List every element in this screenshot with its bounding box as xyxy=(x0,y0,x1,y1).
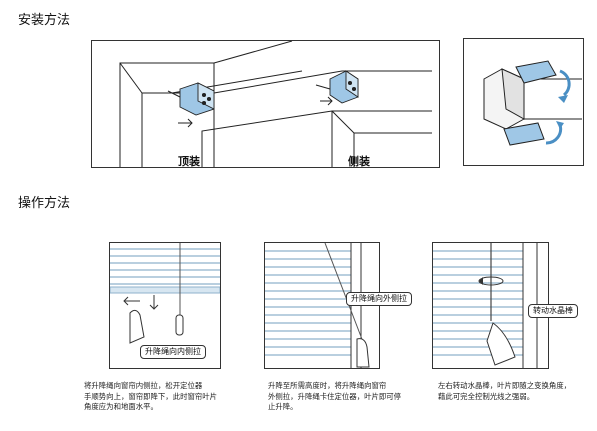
install-diagram-panel xyxy=(91,40,440,168)
rotate-wand-arrow-icon xyxy=(479,277,483,285)
description-line: 左右转动水晶棒，叶片即随之变换角度， xyxy=(438,381,572,390)
description-line: 藉此可完全控制光线之强弱。 xyxy=(438,391,535,401)
operate-panel-2 xyxy=(264,242,380,369)
description-line: 止升降。 xyxy=(268,402,298,411)
blind-pull-down-drawing xyxy=(110,243,220,344)
side-mount-label: 侧装 xyxy=(348,155,370,168)
operate-callout-2: 升降绳向外侧拉 xyxy=(346,292,412,306)
side-mount-screw-line xyxy=(315,84,331,90)
top-mount-screw-line xyxy=(167,90,181,98)
operate-callout-1: 升降绳向内侧拉 xyxy=(140,345,206,359)
operate-section-title: 操作方法 xyxy=(18,196,71,211)
operate-description-2: 升降至所需高度时，将升降绳向窗帘 外侧拉，升降绳卡住定位器，叶片即可停 止升降。 xyxy=(268,381,401,413)
top-mount-label: 顶装 xyxy=(178,155,200,168)
rotate-arrow-lower-head-icon xyxy=(556,121,564,129)
top-mount-bracket xyxy=(179,82,215,116)
bracket-detail-drawing xyxy=(483,60,582,146)
top-mount-screw-icon xyxy=(178,118,193,128)
operate-callout-3: 转动水晶棒 xyxy=(528,304,578,318)
pull-left-arrow-icon xyxy=(123,296,140,306)
rotate-arrow-icon xyxy=(559,69,571,97)
description-line: 将升降绳向窗帘内侧拉，松开定位器 xyxy=(84,381,203,390)
hand-icon xyxy=(129,309,145,344)
rotate-arrow-head-icon xyxy=(558,95,568,103)
rotate-arrow-lower-icon xyxy=(545,124,563,145)
blind-pull-out-drawing xyxy=(265,243,370,368)
operate-description-1: 将升降绳向窗帘内侧拉，松开定位器 手顺势向上，窗帘即降下，此时窗帘叶片 角度应为… xyxy=(84,381,217,413)
description-line: 手顺势向上，窗帘即降下，此时窗帘叶片 xyxy=(84,391,218,401)
install-window-drawing xyxy=(119,41,432,167)
hand-icon xyxy=(486,322,516,366)
description-line: 升降至所需高度时，将升降绳向窗帘 xyxy=(268,381,387,390)
pull-down-arrow-icon xyxy=(149,295,159,310)
operate-description-3: 左右转动水晶棒，叶片即随之变换角度， 藉此可完全控制光线之强弱。 xyxy=(438,381,571,402)
side-mount-bracket xyxy=(329,70,359,104)
hand-icon xyxy=(356,338,370,368)
side-mount-screw-icon xyxy=(320,96,333,106)
cord-lock-handle xyxy=(175,314,184,336)
bracket-detail-panel xyxy=(463,38,584,166)
install-section-title: 安装方法 xyxy=(18,13,71,28)
description-line: 外侧拉，升降绳卡住定位器，叶片即可停 xyxy=(268,391,402,401)
description-line: 角度应为和地面水平。 xyxy=(84,402,158,411)
